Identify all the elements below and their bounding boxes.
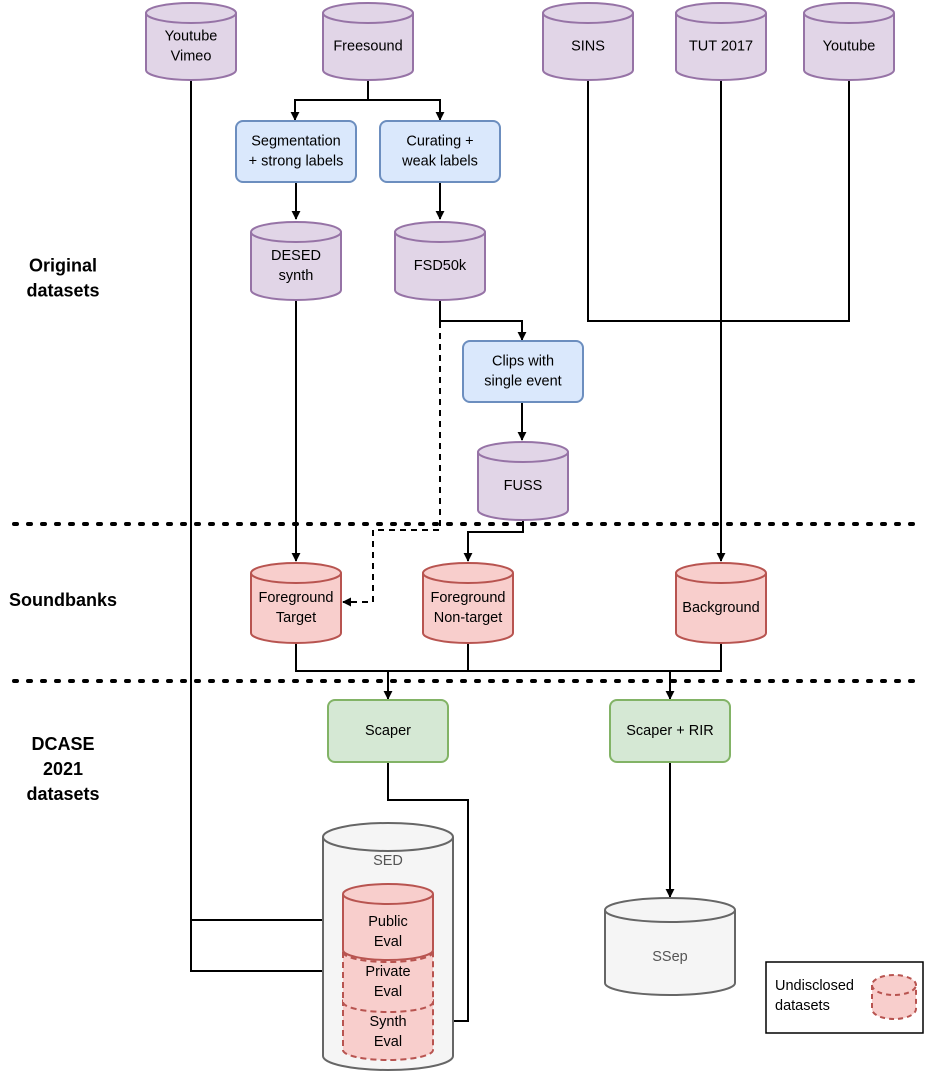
section-dcase-line-3: datasets [26, 784, 99, 804]
desed-synth-dataset-label-line-2: synth [279, 268, 314, 284]
youtube-source-label-line-1: Youtube [823, 39, 876, 55]
curating-process-label-line-2: weak labels [401, 154, 478, 170]
fg-nontarget-soundbank-label-line-1: Foreground [431, 590, 506, 606]
fsd50k-dataset-label-line-1: FSD50k [414, 258, 467, 274]
edge-fsd50k-fg-target [342, 300, 441, 607]
segmentation-process-label-line-1: Segmentation [251, 134, 340, 150]
edge-fuss-fg-nontarget [463, 520, 524, 562]
curating-process: Curating + weak labels [379, 120, 501, 183]
sins-source: SINS [542, 2, 634, 81]
synth-eval-dataset-label-line-1: Synth [369, 1014, 406, 1030]
segmentation-process-label-line-2: + strong labels [249, 154, 344, 170]
background-soundbank: Background [675, 562, 767, 644]
desed-synth-dataset: DESED synth [250, 221, 342, 301]
synth-eval-dataset-label-line-2: Eval [374, 1034, 402, 1050]
legend-undisclosed-icon [871, 974, 917, 1020]
section-dcase-line-2: 2021 [43, 759, 83, 779]
edge-sins-youtube-merge [587, 80, 850, 322]
sins-source-label-line-1: SINS [571, 39, 605, 55]
edge-freesound-curating [368, 99, 445, 121]
section-original-line-1: Original [29, 256, 97, 276]
edge-freesound-segmentation [290, 80, 369, 121]
edge-soundbanks-merge [295, 643, 722, 672]
legend-label-line-2: datasets [775, 998, 830, 1014]
fg-nontarget-soundbank-label-line-2: Non-target [434, 610, 503, 626]
private-eval-dataset-label-line-2: Eval [374, 984, 402, 1000]
scaper-process: Scaper [327, 699, 449, 763]
youtube-source: Youtube [803, 2, 895, 81]
fg-target-soundbank-label-line-2: Target [276, 610, 316, 626]
tut2017-source-label-line-1: TUT 2017 [689, 39, 753, 55]
edge-youtube-vimeo-private-eval [190, 74, 344, 976]
background-soundbank-label-line-1: Background [682, 600, 759, 616]
scaper-process-label-line-1: Scaper [365, 723, 411, 739]
scaper-rir-process: Scaper + RIR [609, 699, 731, 763]
public-eval-dataset-label-line-1: Public [368, 914, 408, 930]
ssep-dataset: SSep [604, 897, 736, 996]
youtube-vimeo-source-label-line-1: Youtube [165, 29, 218, 45]
ssep-dataset-label-line-1: SSep [652, 949, 687, 965]
curating-process-label-line-1: Curating + [406, 134, 473, 150]
fsd50k-dataset: FSD50k [394, 221, 486, 301]
public-eval-dataset-label-line-2: Eval [374, 934, 402, 950]
freesound-source: Freesound [322, 2, 414, 81]
clips-single-event-process: Clips with single event [462, 340, 584, 403]
section-original-line-2: datasets [26, 281, 99, 301]
section-dcase-line-1: DCASE [31, 734, 94, 754]
segmentation-process: Segmentation + strong labels [235, 120, 357, 183]
clips-single-event-process-label-line-2: single event [484, 374, 561, 390]
tut2017-source: TUT 2017 [675, 2, 767, 81]
section-labels: OriginaldatasetsSoundbanksDCASE2021datas… [9, 256, 117, 805]
scaper-rir-process-label-line-1: Scaper + RIR [626, 723, 713, 739]
fg-target-soundbank-label-line-1: Foreground [259, 590, 334, 606]
connectors [190, 74, 850, 1026]
legend: Undisclosed datasets [765, 961, 924, 1034]
freesound-source-label-line-1: Freesound [333, 39, 402, 55]
edge-scaper-synth-eval [387, 762, 469, 1026]
fuss-dataset: FUSS [477, 441, 569, 521]
fuss-dataset-label-line-1: FUSS [504, 478, 543, 494]
sed-label-line-1: SED [373, 853, 403, 869]
edge-fsd50k-clips [439, 300, 527, 341]
private-eval-dataset-label-line-1: Private [365, 964, 410, 980]
desed-synth-dataset-label-line-1: DESED [271, 248, 321, 264]
youtube-vimeo-source-label-line-2: Vimeo [171, 49, 212, 65]
section-soundbanks-line-1: Soundbanks [9, 590, 117, 610]
section-dividers [12, 522, 922, 683]
legend-label-line-1: Undisclosed [775, 978, 854, 994]
clips-single-event-process-label-line-1: Clips with [492, 354, 554, 370]
